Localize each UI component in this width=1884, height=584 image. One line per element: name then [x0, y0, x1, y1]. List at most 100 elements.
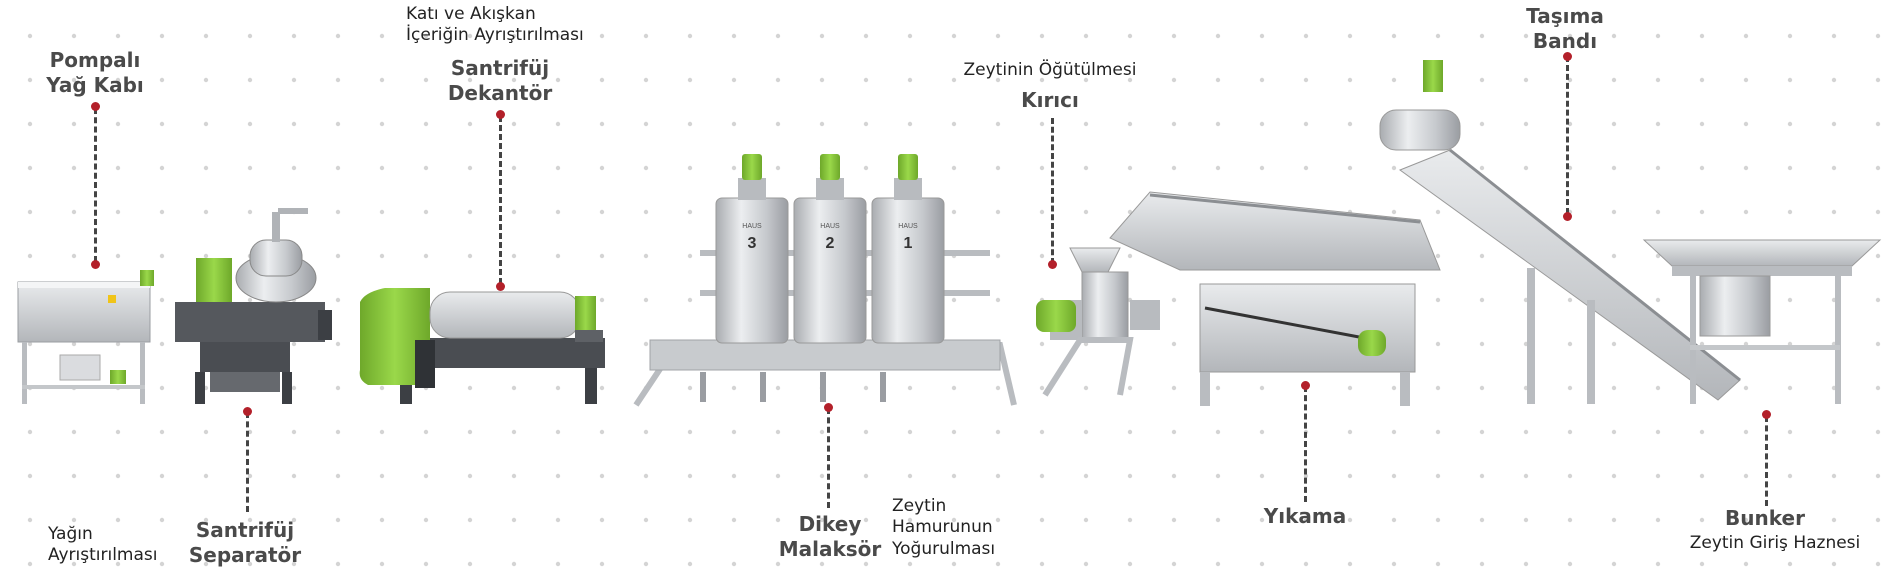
- bg-dot: [159, 297, 165, 303]
- bg-dot: [1655, 209, 1661, 215]
- bg-dot: [291, 473, 297, 479]
- bg-dot: [907, 33, 913, 39]
- bg-dot: [1523, 77, 1529, 83]
- bg-dot: [1523, 165, 1529, 171]
- bg-dot: [1215, 33, 1221, 39]
- bg-dot: [951, 209, 957, 215]
- bg-dot: [995, 33, 1001, 39]
- bg-dot: [1743, 121, 1749, 127]
- bg-dot: [599, 429, 605, 435]
- malaxer-motor: [820, 154, 840, 180]
- bg-dot: [467, 473, 473, 479]
- bg-dot: [423, 121, 429, 127]
- bg-dot: [1875, 517, 1881, 523]
- bg-dot: [599, 121, 605, 127]
- bg-dot: [775, 77, 781, 83]
- bg-dot: [1039, 561, 1045, 567]
- bg-dot: [1083, 561, 1089, 567]
- bg-dot: [1831, 561, 1837, 567]
- bg-dot: [115, 121, 121, 127]
- bg-dot: [1567, 561, 1573, 567]
- bg-dot: [1391, 517, 1397, 523]
- bg-dot: [1127, 385, 1133, 391]
- bg-dot: [1831, 209, 1837, 215]
- label-bunker-line1: Bunker: [1725, 506, 1805, 530]
- bg-dot: [27, 561, 33, 567]
- bg-dot: [1435, 429, 1441, 435]
- bg-dot: [1215, 561, 1221, 567]
- bg-dot: [1259, 33, 1265, 39]
- bg-dot: [1699, 33, 1705, 39]
- bg-dot: [1479, 517, 1485, 523]
- leader-washing: [1304, 386, 1307, 502]
- bg-dot: [687, 297, 693, 303]
- bg-dot: [1083, 165, 1089, 171]
- bg-dot: [159, 253, 165, 259]
- bg-dot: [1699, 429, 1705, 435]
- bg-dot: [995, 121, 1001, 127]
- bg-dot: [1787, 561, 1793, 567]
- bg-dot: [1083, 473, 1089, 479]
- bg-dot: [907, 561, 913, 567]
- bg-dot: [687, 473, 693, 479]
- bg-dot: [247, 165, 253, 171]
- bg-dot: [1567, 429, 1573, 435]
- bg-dot: [511, 517, 517, 523]
- bg-dot: [1171, 429, 1177, 435]
- bg-dot: [1479, 253, 1485, 259]
- bg-dot: [27, 121, 33, 127]
- bg-dot: [1479, 121, 1485, 127]
- desc-oil-tank-line2: Ayrıştırılması: [48, 545, 158, 566]
- bg-dot: [247, 121, 253, 127]
- bg-dot: [1127, 473, 1133, 479]
- bg-dot: [335, 253, 341, 259]
- bg-dot: [1127, 77, 1133, 83]
- bg-dot: [1391, 77, 1397, 83]
- bg-dot: [1347, 517, 1353, 523]
- bg-dot: [511, 253, 517, 259]
- bg-dot: [863, 473, 869, 479]
- bg-dot: [423, 253, 429, 259]
- bg-dot: [1039, 165, 1045, 171]
- bg-dot: [775, 165, 781, 171]
- bg-dot: [643, 165, 649, 171]
- bg-dot: [1171, 561, 1177, 567]
- desc-decanter-line2: İçeriğin Ayrıştırılması: [406, 25, 584, 46]
- bg-dot: [1699, 473, 1705, 479]
- bg-dot: [731, 165, 737, 171]
- bg-dot: [335, 517, 341, 523]
- bg-dot: [599, 209, 605, 215]
- bg-dot: [1655, 473, 1661, 479]
- bg-dot: [951, 385, 957, 391]
- bg-dot: [1347, 561, 1353, 567]
- bg-dot: [1215, 385, 1221, 391]
- bg-dot: [1611, 77, 1617, 83]
- bg-dot: [995, 517, 1001, 523]
- bg-dot: [511, 77, 517, 83]
- bg-dot: [379, 209, 385, 215]
- bg-dot: [423, 517, 429, 523]
- bg-dot: [1171, 165, 1177, 171]
- bg-dot: [687, 121, 693, 127]
- bg-dot: [599, 33, 605, 39]
- bg-dot: [1655, 429, 1661, 435]
- bg-dot: [159, 165, 165, 171]
- bg-dot: [203, 429, 209, 435]
- bg-dot: [335, 209, 341, 215]
- bg-dot: [1831, 77, 1837, 83]
- bg-dot: [423, 33, 429, 39]
- bg-dot: [1039, 429, 1045, 435]
- bg-dot: [995, 429, 1001, 435]
- bg-dot: [1699, 561, 1705, 567]
- bg-dot: [1127, 253, 1133, 259]
- bg-dot: [995, 385, 1001, 391]
- bg-dot: [1215, 77, 1221, 83]
- bg-dot: [379, 33, 385, 39]
- bg-dot: [467, 33, 473, 39]
- bg-dot: [1171, 297, 1177, 303]
- bg-dot: [247, 297, 253, 303]
- bg-dot: [1303, 165, 1309, 171]
- label-decanter: Santrifüj Dekantör: [430, 56, 570, 106]
- bg-dot: [643, 209, 649, 215]
- bg-dot: [1347, 165, 1353, 171]
